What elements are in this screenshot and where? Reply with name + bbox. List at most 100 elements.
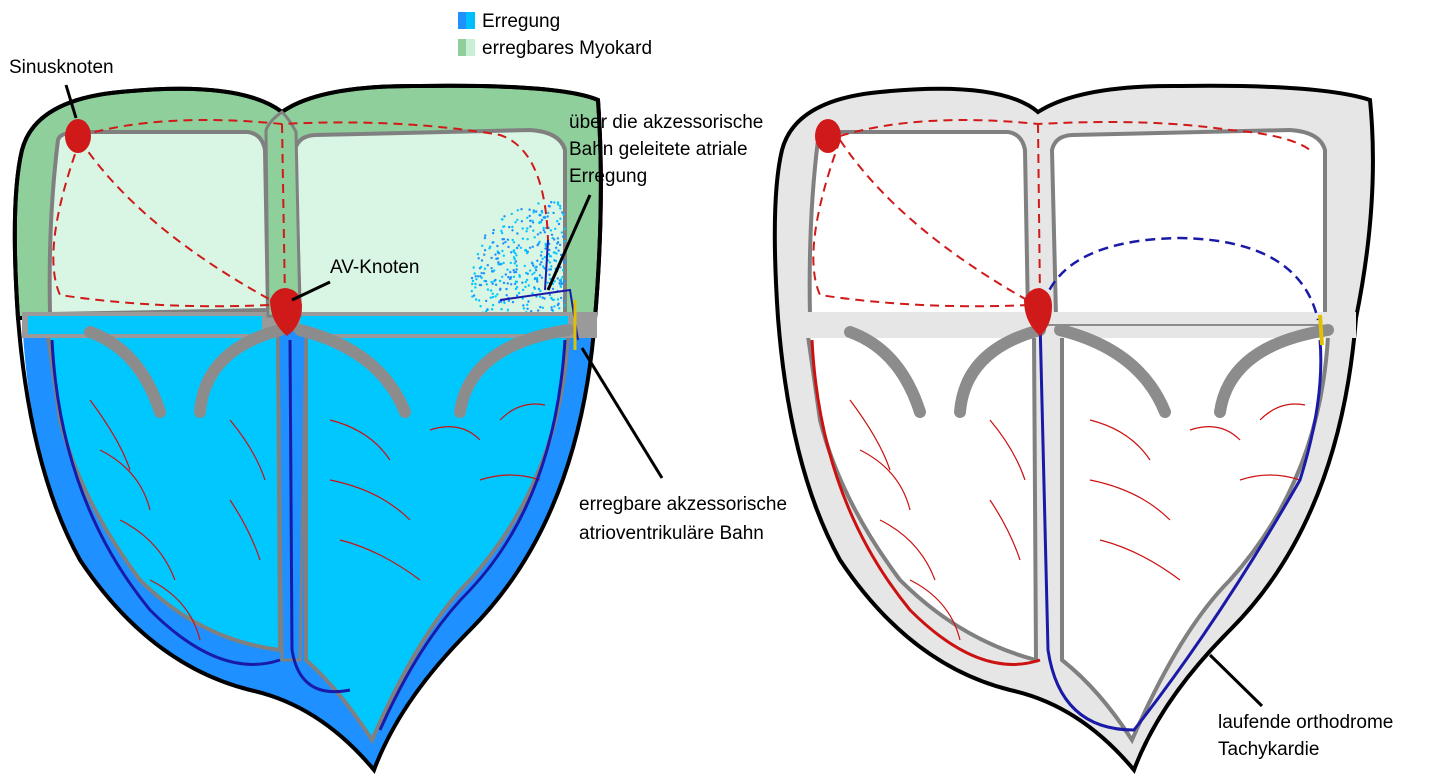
excitation-speck bbox=[496, 245, 498, 247]
excitation-speck bbox=[490, 281, 492, 283]
excitation-speck bbox=[555, 260, 557, 262]
excitation-speck bbox=[559, 244, 561, 246]
left-atrium-chamber-a bbox=[50, 132, 268, 314]
excitation-speck bbox=[522, 289, 524, 291]
excitation-speck bbox=[486, 308, 488, 310]
excitation-speck bbox=[475, 278, 477, 280]
excitation-speck bbox=[540, 261, 542, 263]
label-tachycardia-2: Tachykardie bbox=[1218, 739, 1319, 760]
excitation-speck bbox=[478, 257, 480, 259]
excitation-speck bbox=[535, 210, 537, 212]
excitation-speck bbox=[549, 205, 551, 207]
excitation-speck bbox=[536, 277, 538, 279]
excitation-speck bbox=[473, 266, 475, 268]
excitation-speck bbox=[522, 304, 524, 306]
excitation-speck bbox=[502, 242, 504, 244]
excitation-speck bbox=[510, 262, 512, 264]
excitation-speck bbox=[524, 286, 526, 288]
excitation-speck bbox=[515, 288, 517, 290]
excitation-speck bbox=[508, 226, 510, 228]
excitation-speck bbox=[560, 278, 562, 280]
excitation-speck bbox=[564, 304, 566, 306]
excitation-speck bbox=[544, 217, 546, 219]
excitation-speck bbox=[479, 275, 481, 277]
excitation-speck bbox=[497, 257, 499, 259]
excitation-speck bbox=[508, 300, 510, 302]
excitation-speck bbox=[560, 297, 562, 299]
excitation-speck bbox=[550, 297, 552, 299]
legend-label-excitation: Erregung bbox=[482, 11, 560, 32]
excitation-speck bbox=[504, 241, 506, 243]
excitation-speck bbox=[477, 275, 479, 277]
excitation-speck bbox=[562, 235, 564, 237]
legend-swatch-excitation-dark bbox=[458, 12, 466, 29]
pointer-pathway bbox=[582, 348, 662, 478]
excitation-speck bbox=[493, 269, 495, 271]
excitation-speck bbox=[538, 288, 540, 290]
right-heart bbox=[775, 86, 1373, 770]
right-atrium-chamber-b bbox=[1052, 130, 1325, 316]
excitation-speck bbox=[493, 229, 495, 231]
excitation-speck bbox=[507, 282, 509, 284]
excitation-speck bbox=[529, 247, 531, 249]
excitation-speck bbox=[481, 272, 483, 274]
excitation-speck bbox=[553, 238, 555, 240]
excitation-speck bbox=[541, 211, 543, 213]
excitation-speck bbox=[521, 282, 523, 284]
excitation-speck bbox=[529, 215, 531, 217]
excitation-speck bbox=[541, 277, 543, 279]
excitation-speck bbox=[501, 218, 503, 220]
excitation-speck bbox=[506, 269, 508, 271]
excitation-speck bbox=[484, 249, 486, 251]
excitation-speck bbox=[541, 219, 543, 221]
excitation-speck bbox=[550, 265, 552, 267]
label-av-node: AV-Knoten bbox=[330, 257, 419, 278]
excitation-speck bbox=[531, 262, 533, 264]
excitation-speck bbox=[490, 289, 492, 291]
excitation-speck bbox=[487, 288, 489, 290]
label-pathway-1: erregbare akzessorische bbox=[579, 494, 787, 515]
excitation-speck bbox=[501, 276, 503, 278]
legend-swatch-myocardium-light bbox=[466, 39, 475, 56]
excitation-speck bbox=[510, 251, 512, 253]
excitation-speck bbox=[516, 265, 518, 267]
excitation-speck bbox=[529, 269, 531, 271]
excitation-speck bbox=[553, 299, 555, 301]
excitation-speck bbox=[474, 283, 476, 285]
left-valve-gap-b bbox=[28, 316, 262, 334]
excitation-speck bbox=[537, 309, 539, 311]
excitation-speck bbox=[558, 282, 560, 284]
excitation-speck bbox=[485, 280, 487, 282]
excitation-speck bbox=[526, 252, 528, 254]
excitation-speck bbox=[484, 237, 486, 239]
excitation-speck bbox=[559, 205, 561, 207]
excitation-speck bbox=[503, 238, 505, 240]
excitation-speck bbox=[509, 271, 511, 273]
excitation-speck bbox=[555, 247, 557, 249]
excitation-speck bbox=[513, 241, 515, 243]
excitation-speck bbox=[496, 293, 498, 295]
excitation-speck bbox=[491, 308, 493, 310]
excitation-speck bbox=[534, 236, 536, 238]
excitation-speck bbox=[529, 225, 531, 227]
excitation-speck bbox=[526, 227, 528, 229]
excitation-speck bbox=[492, 241, 494, 243]
excitation-speck bbox=[484, 268, 486, 270]
excitation-speck bbox=[550, 255, 552, 257]
excitation-speck bbox=[554, 228, 556, 230]
excitation-speck bbox=[556, 242, 558, 244]
excitation-speck bbox=[499, 289, 501, 291]
excitation-speck bbox=[481, 259, 483, 261]
excitation-speck bbox=[528, 209, 530, 211]
excitation-speck bbox=[539, 306, 541, 308]
excitation-speck bbox=[552, 212, 554, 214]
excitation-speck bbox=[494, 279, 496, 281]
excitation-speck bbox=[548, 249, 550, 251]
excitation-speck bbox=[547, 282, 549, 284]
excitation-speck bbox=[471, 277, 473, 279]
excitation-speck bbox=[563, 280, 565, 282]
excitation-speck bbox=[542, 307, 544, 309]
excitation-speck bbox=[561, 276, 563, 278]
excitation-speck bbox=[533, 211, 535, 213]
